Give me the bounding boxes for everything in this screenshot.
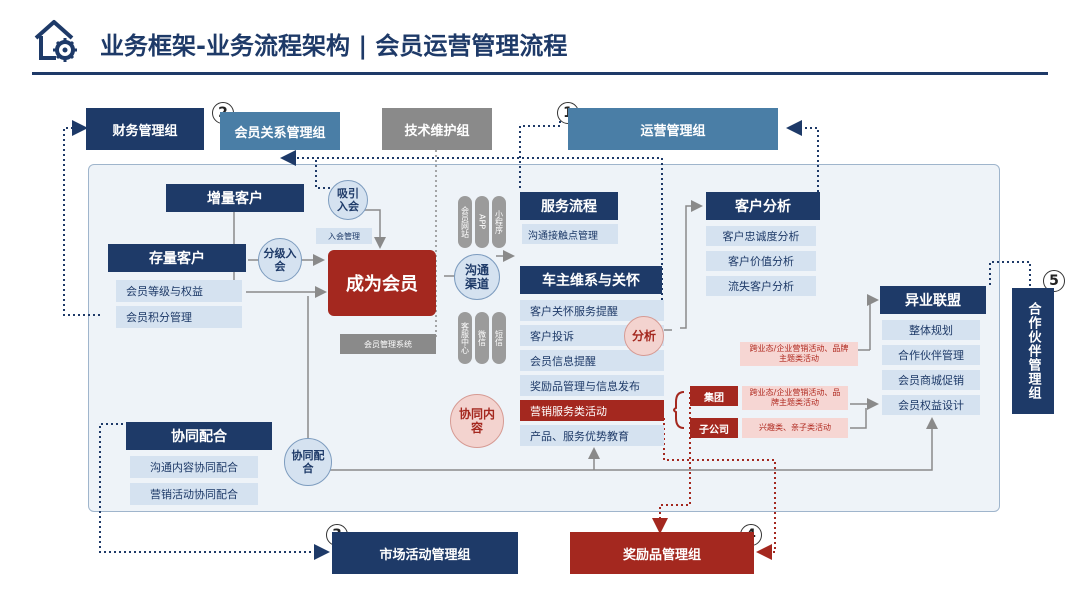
member-points-item: 会员积分管理: [116, 306, 242, 328]
benefit-design-item: 会员权益设计: [882, 395, 980, 415]
partner-mgmt-item: 合作伙伴管理: [882, 345, 980, 365]
mall-promo-item: 会员商城促销: [882, 370, 980, 390]
member-info-item: 会员信息提醒: [520, 350, 664, 371]
partner-group-box: 合作伙伴管理组: [1012, 288, 1054, 414]
owner-care-box: 车主维系与关怀: [520, 266, 662, 294]
subsidiary-label: 子公司: [690, 418, 738, 438]
loyalty-analysis-item: 客户忠诚度分析: [706, 226, 816, 246]
join-mgmt-box: 入会管理: [316, 228, 372, 244]
finance-group-box: 财务管理组: [86, 108, 204, 150]
collab-content-circle: 协同内容: [450, 394, 504, 448]
value-analysis-item: 客户价值分析: [706, 251, 816, 271]
member-relation-group-box: 会员关系管理组: [220, 112, 340, 150]
page-title: 业务框架-业务流程架构 | 会员运营管理流程: [100, 32, 568, 60]
channel-app-pill: APP: [475, 196, 489, 248]
care-reminder-item: 客户关怀服务提醒: [520, 300, 664, 321]
title-rule: [32, 72, 1048, 75]
step-number-5: 5: [1043, 270, 1065, 292]
marketing-activity-item: 营销服务类活动: [520, 400, 664, 421]
churn-analysis-item: 流失客户分析: [706, 276, 816, 296]
tech-group-box: 技术维护组: [382, 108, 492, 150]
existing-customers-box: 存量客户: [108, 244, 246, 272]
channel-wechat-pill: 微信: [475, 312, 489, 364]
channel-miniprogram-pill: 小程序: [492, 196, 506, 248]
operation-group-box: 运营管理组: [568, 108, 778, 150]
overall-plan-item: 整体规划: [882, 320, 980, 340]
alliance-note: 跨业态/企业营销活动、品牌主题类活动: [740, 342, 858, 366]
member-tier-item: 会员等级与权益: [116, 280, 242, 302]
attract-circle: 吸引入会: [328, 180, 368, 220]
channel-sms-pill: 短信: [492, 312, 506, 364]
market-group-box: 市场活动管理组: [332, 532, 518, 574]
channel-circle: 沟通渠道: [454, 254, 500, 300]
reward-info-item: 奖励品管理与信息发布: [520, 375, 664, 396]
service-flow-box: 服务流程: [520, 192, 618, 220]
collab-box: 协同配合: [126, 422, 272, 450]
activity-collab-item: 营销活动协同配合: [130, 483, 258, 505]
content-collab-item: 沟通内容协同配合: [130, 456, 258, 478]
channel-website-pill: 会员网站: [458, 196, 472, 248]
alliance-box: 异业联盟: [880, 286, 986, 314]
become-member-box: 成为会员: [328, 250, 436, 316]
subsidiary-note: 兴趣类、亲子类活动: [742, 418, 848, 438]
channel-service-center-pill: 客服中心: [458, 312, 472, 364]
group-label: 集团: [690, 386, 738, 406]
collab-circle: 协同配合: [284, 438, 332, 486]
product-education-item: 产品、服务优势教育: [520, 425, 664, 446]
touchpoint-item: 沟通接触点管理: [522, 224, 618, 244]
group-note: 跨业态/企业营销活动、品牌主题类活动: [742, 386, 848, 410]
new-customers-box: 增量客户: [166, 184, 304, 212]
member-system-box: 会员管理系统: [340, 334, 436, 354]
reward-group-box: 奖励品管理组: [570, 532, 754, 574]
tier-join-circle: 分级入会: [258, 238, 302, 282]
analysis-circle: 分析: [624, 316, 664, 356]
home-gear-icon: [32, 18, 80, 62]
customer-analysis-box: 客户分析: [706, 192, 820, 220]
